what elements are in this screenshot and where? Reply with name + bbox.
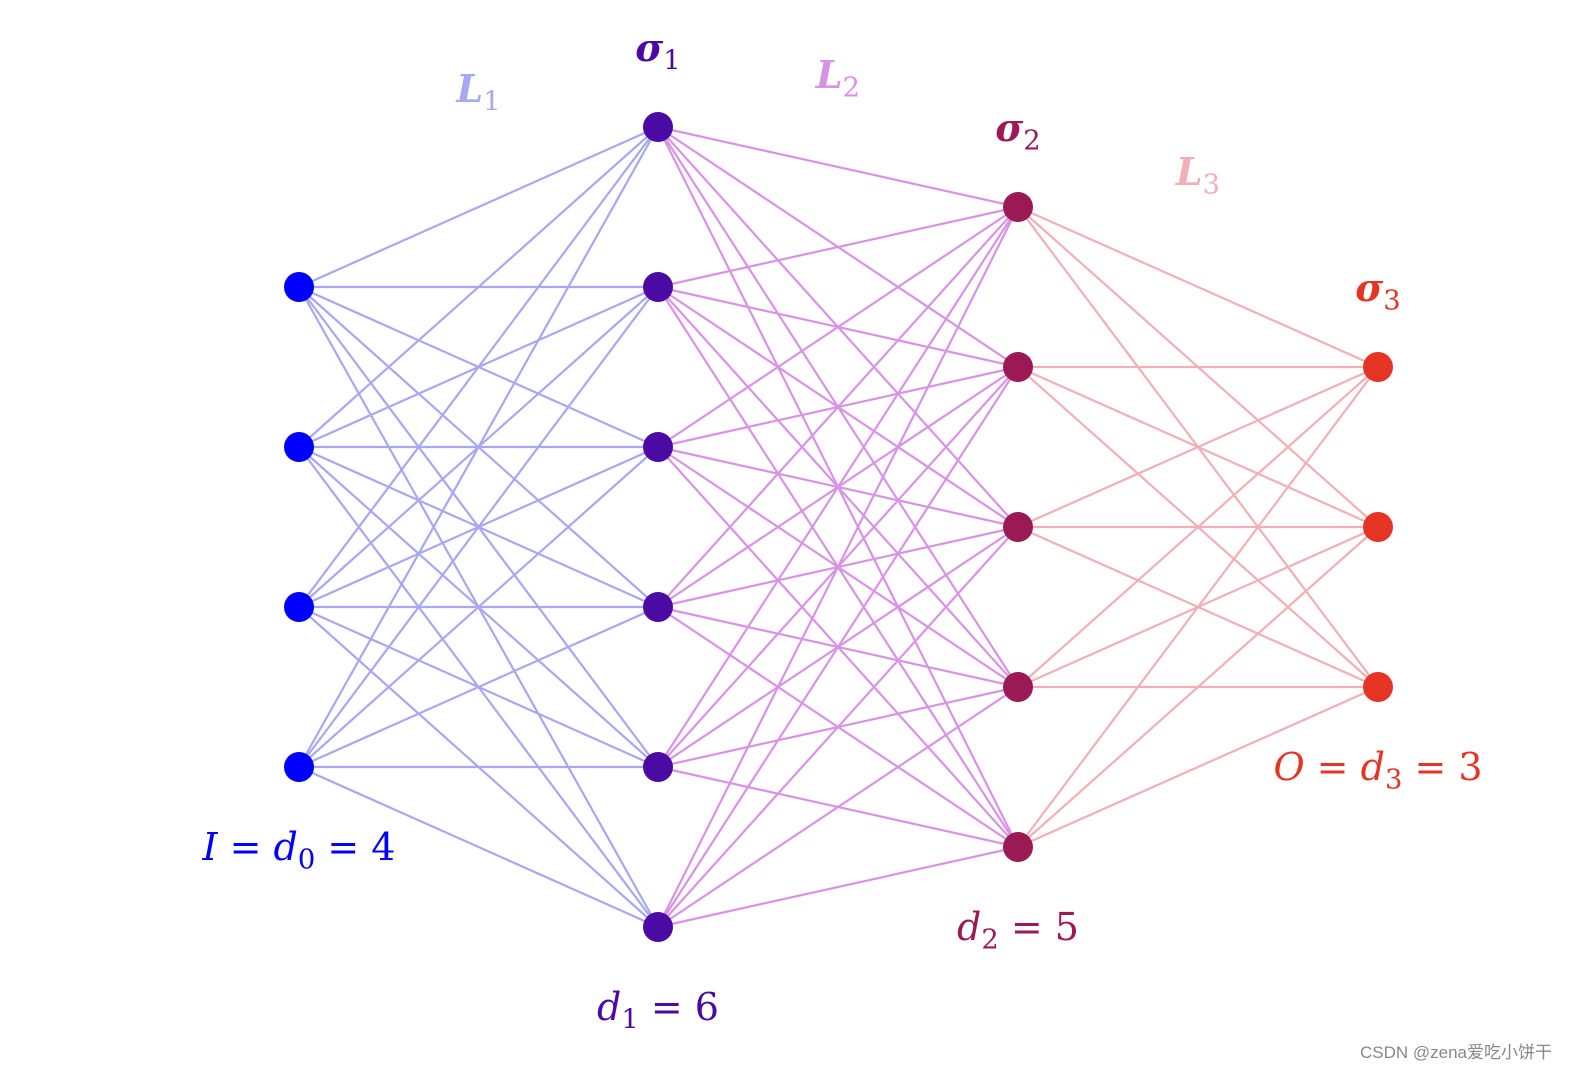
size-label-0-tail: = 4 bbox=[315, 825, 395, 869]
node-layer3-0 bbox=[1363, 352, 1393, 382]
size-label-2-sub: 2 bbox=[981, 924, 998, 955]
size-label-3: O = d3 = 3 bbox=[1273, 745, 1482, 795]
layer-label-L3-sub: 3 bbox=[1203, 169, 1220, 200]
edge-l2-5-3 bbox=[657, 686, 1019, 928]
size-label-0: I = d0 = 4 bbox=[202, 825, 396, 875]
edge-l1-3-5 bbox=[298, 765, 659, 929]
layer-label-L1: L1 bbox=[455, 66, 500, 117]
edge-l2-5-4 bbox=[657, 845, 1019, 929]
size-label-2: d2 = 5 bbox=[957, 905, 1079, 955]
node-layer1-0 bbox=[643, 112, 673, 142]
size-label-3-sub: 3 bbox=[1385, 764, 1402, 795]
node-layer3-2 bbox=[1363, 672, 1393, 702]
edge-l2-0-0 bbox=[657, 125, 1019, 209]
layer-label-L1-main: L bbox=[455, 66, 483, 111]
layer-label-L2-sub: 2 bbox=[843, 72, 860, 103]
edge-l2-3-0 bbox=[657, 206, 1019, 608]
layer-label-L2-main: L bbox=[815, 52, 843, 97]
edge-l2-1-0 bbox=[657, 205, 1019, 289]
layer-label-L2: L2 bbox=[815, 52, 860, 103]
edge-l1-3-0 bbox=[298, 126, 659, 768]
size-label-0-sub: 0 bbox=[298, 844, 315, 875]
node-layer0-0 bbox=[284, 272, 314, 302]
node-layer2-1 bbox=[1003, 352, 1033, 382]
edge-l2-5-1 bbox=[657, 366, 1019, 928]
edge-l1-0-0 bbox=[298, 125, 659, 289]
node-layer3-1 bbox=[1363, 512, 1393, 542]
size-label-1-main: d bbox=[597, 985, 621, 1029]
node-layer2-4 bbox=[1003, 832, 1033, 862]
activation-label-3-main: σ bbox=[1355, 265, 1384, 310]
node-layer0-2 bbox=[284, 592, 314, 622]
layer-label-L3: L3 bbox=[1175, 149, 1220, 200]
size-label-1: d1 = 6 bbox=[597, 985, 719, 1035]
edge-l1-2-0 bbox=[298, 126, 659, 608]
node-layer1-1 bbox=[643, 272, 673, 302]
activation-label-3-sub: 3 bbox=[1383, 285, 1400, 316]
node-layer0-1 bbox=[284, 432, 314, 462]
node-layer2-3 bbox=[1003, 672, 1033, 702]
size-label-2-tail: = 5 bbox=[999, 905, 1079, 949]
edge-l2-4-0 bbox=[657, 206, 1019, 768]
activation-label-2: σ2 bbox=[995, 105, 1040, 156]
size-label-0-main: I = d bbox=[202, 825, 298, 869]
edge-l1-3-2 bbox=[298, 446, 659, 768]
watermark: CSDN @zena爱吃小饼干 bbox=[1360, 1043, 1552, 1062]
node-layer2-2 bbox=[1003, 512, 1033, 542]
node-layer1-2 bbox=[643, 432, 673, 462]
layer-label-L1-sub: 1 bbox=[483, 86, 500, 117]
edge-l2-5-2 bbox=[657, 526, 1019, 928]
activation-label-2-main: σ bbox=[995, 105, 1024, 150]
edge-l2-5-0 bbox=[657, 206, 1019, 928]
edge-l3-3-0 bbox=[1017, 366, 1379, 688]
activation-label-1: σ1 bbox=[635, 25, 680, 76]
node-layer1-3 bbox=[643, 592, 673, 622]
network-nodes bbox=[284, 112, 1393, 942]
activation-label-1-sub: 1 bbox=[663, 45, 680, 76]
size-label-1-tail: = 6 bbox=[639, 985, 719, 1029]
edge-l3-4-0 bbox=[1017, 366, 1379, 848]
edge-l1-3-1 bbox=[298, 286, 659, 768]
size-label-3-tail: = 3 bbox=[1402, 745, 1482, 789]
edge-l2-2-0 bbox=[657, 206, 1019, 448]
edge-l3-0-0 bbox=[1017, 205, 1379, 369]
node-layer1-5 bbox=[643, 912, 673, 942]
size-label-2-main: d bbox=[957, 905, 981, 949]
edge-l1-3-3 bbox=[298, 605, 659, 769]
layer-label-L3-main: L bbox=[1175, 149, 1203, 194]
activation-label-2-sub: 2 bbox=[1023, 125, 1040, 156]
activation-label-3: σ3 bbox=[1355, 265, 1400, 316]
edge-l3-2-0 bbox=[1017, 365, 1379, 529]
activation-label-1-main: σ bbox=[635, 25, 664, 70]
edge-l3-4-2 bbox=[1017, 685, 1379, 849]
connection-edges bbox=[298, 125, 1379, 929]
edge-l3-4-1 bbox=[1017, 526, 1379, 848]
size-label-3-main: O = d bbox=[1273, 745, 1384, 789]
node-layer1-4 bbox=[643, 752, 673, 782]
node-layer0-3 bbox=[284, 752, 314, 782]
node-layer2-0 bbox=[1003, 192, 1033, 222]
size-label-1-sub: 1 bbox=[621, 1004, 638, 1035]
edge-l1-1-0 bbox=[298, 126, 659, 448]
